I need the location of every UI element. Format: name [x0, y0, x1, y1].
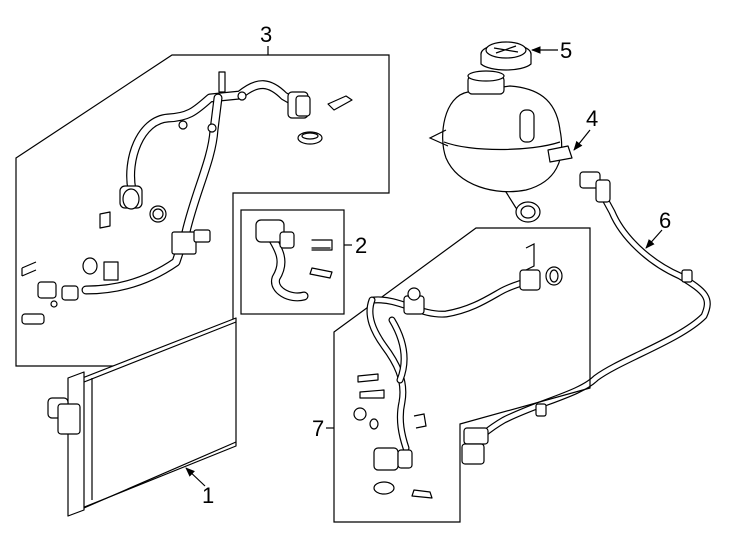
clip-2a [311, 239, 333, 251]
upper-radiator-hose [81, 71, 311, 295]
callout-1-arrow [185, 467, 206, 487]
callout-6-arrow [645, 229, 663, 249]
reservoir-cap: 5 [480, 38, 572, 71]
callout-5: 5 [560, 38, 572, 63]
o-ring-7-lower [373, 481, 395, 495]
callout-2: 2 [355, 233, 367, 258]
callout-6: 6 [659, 208, 671, 233]
reservoir-sensor [519, 109, 535, 143]
radiator-tank [67, 371, 85, 517]
spring-clip [99, 211, 111, 229]
bypass-hose: 6 [461, 171, 711, 465]
group-7-heater-hose: 7 [312, 227, 591, 523]
sensor-plug [21, 313, 45, 325]
plug-7 [353, 407, 367, 421]
hose-7-end [519, 269, 541, 291]
hose-6-lower-connector [463, 427, 489, 445]
callout-1: 1 [202, 483, 214, 508]
clip-7a [357, 373, 379, 383]
reservoir-body [442, 85, 563, 193]
group-3-small-parts [21, 95, 353, 325]
group-3-hose-assembly: 3 [15, 22, 390, 367]
coolant-reservoir: 4 [428, 70, 598, 223]
group-3-frame [15, 54, 390, 367]
retaining-clip [327, 95, 353, 111]
hose-7-lower-connector [373, 447, 399, 471]
hose-2-end [255, 219, 285, 243]
clip-2b [309, 267, 333, 279]
group-7-frame [333, 227, 591, 523]
radiator: 1 [47, 317, 237, 517]
callout-4: 4 [586, 106, 598, 131]
bleed-tube [218, 71, 226, 93]
group-2-hose: 2 [240, 209, 367, 315]
callout-4-arrow [573, 129, 591, 151]
lower-hose-connector [37, 281, 57, 299]
callout-7: 7 [312, 416, 324, 441]
hose-bracket [171, 231, 197, 255]
group-2-frame [240, 209, 345, 315]
callout-3: 3 [260, 22, 272, 47]
o-ring [82, 257, 98, 275]
